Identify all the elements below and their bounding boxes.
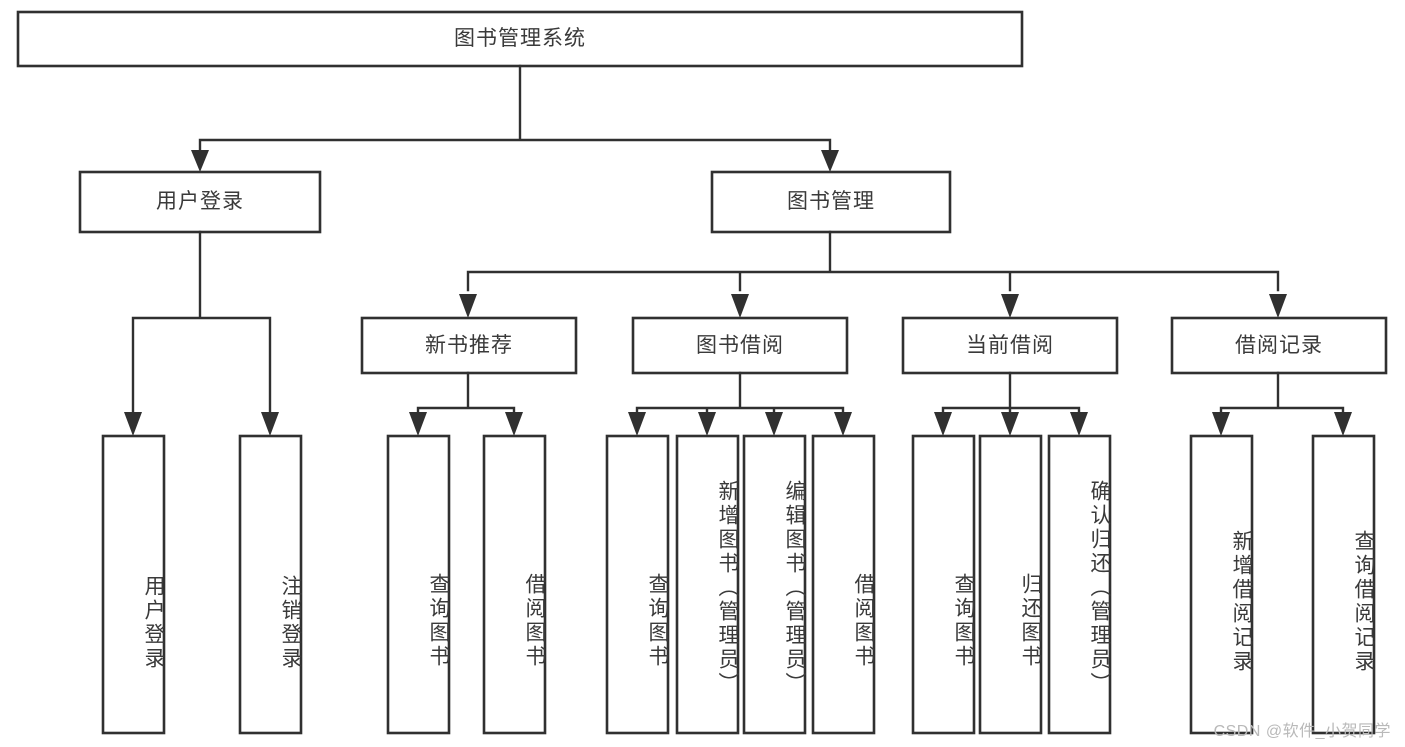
arrowhead-to-leaf-bookborrow-4	[834, 412, 852, 436]
node-box-book-borrow[interactable]	[631, 316, 849, 375]
connector-new-book-bus	[416, 371, 516, 417]
arrowhead-to-leaf-borrowrecord-2	[1334, 412, 1352, 436]
arrowhead-to-leaf-currentborrow-3	[1070, 412, 1088, 436]
arrowhead-to-borrow-record	[1269, 294, 1287, 318]
arrowhead-to-user-login	[191, 150, 209, 172]
node-box-leaf-user-login-2[interactable]	[238, 434, 303, 735]
node-box-leaf-bookborrow-3[interactable]	[742, 434, 807, 735]
node-box-leaf-bookborrow-4[interactable]	[811, 434, 876, 735]
node-box-leaf-user-login-1[interactable]	[101, 434, 166, 735]
arrowhead-to-leaf-user-login-1	[124, 412, 142, 436]
connector-book-borrow-bus	[635, 371, 845, 417]
arrowhead-to-leaf-currentborrow-1	[934, 412, 952, 436]
node-box-borrow-record[interactable]	[1170, 316, 1388, 375]
node-box-root[interactable]	[16, 10, 1024, 68]
arrowhead-to-current-borrow	[1001, 294, 1019, 318]
node-box-new-book-recommend[interactable]	[360, 316, 578, 375]
node-box-user-login[interactable]	[78, 170, 322, 234]
node-box-leaf-bookborrow-2[interactable]	[675, 434, 740, 735]
connector-user-login-bus	[131, 230, 272, 417]
arrowhead-to-leaf-bookborrow-3	[765, 412, 783, 436]
arrowhead-to-leaf-newbook-2	[505, 412, 523, 436]
node-box-leaf-newbook-1[interactable]	[386, 434, 451, 735]
arrowhead-to-leaf-currentborrow-2	[1001, 412, 1019, 436]
arrowhead-to-book-manage	[821, 150, 839, 172]
node-box-leaf-newbook-2[interactable]	[482, 434, 547, 735]
node-box-leaf-borrowrecord-1[interactable]	[1189, 434, 1254, 735]
arrowhead-to-leaf-borrowrecord-1	[1212, 412, 1230, 436]
arrowhead-to-leaf-bookborrow-1	[628, 412, 646, 436]
node-box-current-borrow[interactable]	[901, 316, 1119, 375]
node-box-leaf-borrowrecord-2[interactable]	[1311, 434, 1376, 735]
arrowhead-to-book-borrow	[731, 294, 749, 318]
arrowhead-to-leaf-newbook-1	[409, 412, 427, 436]
node-box-leaf-bookborrow-1[interactable]	[605, 434, 670, 735]
node-box-leaf-currentborrow-1[interactable]	[911, 434, 976, 735]
connector-book-manage-bus	[466, 230, 1280, 292]
node-box-leaf-currentborrow-2[interactable]	[978, 434, 1043, 735]
connector-borrow-record-bus	[1219, 371, 1345, 417]
csdn-watermark: CSDN @软件_小贺同学	[1213, 723, 1391, 740]
connector-root-bus	[198, 64, 832, 162]
node-box-book-manage[interactable]	[710, 170, 952, 234]
connector-current-borrow-bus	[941, 371, 1081, 417]
arrowhead-to-new-book	[459, 294, 477, 318]
arrowhead-to-leaf-bookborrow-2	[698, 412, 716, 436]
arrowhead-to-leaf-user-login-2	[261, 412, 279, 436]
node-box-leaf-currentborrow-3[interactable]	[1047, 434, 1112, 735]
